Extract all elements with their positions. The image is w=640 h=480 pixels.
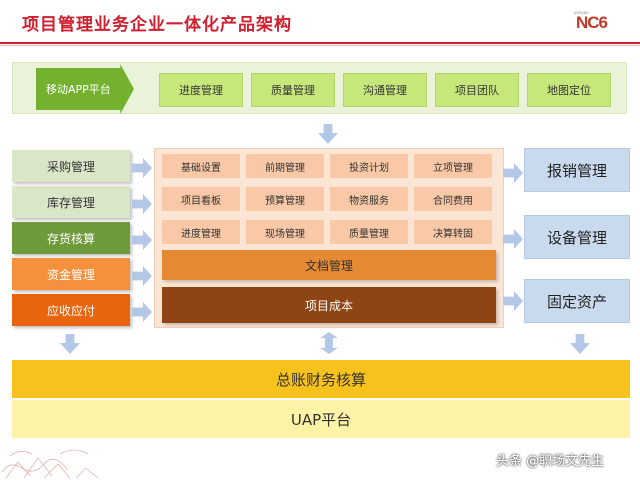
right-arrow-icon — [503, 163, 523, 183]
grid-cell: 现场管理 — [246, 220, 324, 244]
grid-cell: 物资服务 — [330, 187, 408, 211]
grid-cell: 决算转固 — [414, 220, 492, 244]
grid-cell: 质量管理 — [330, 220, 408, 244]
mobile-item-map: 地图定位 — [527, 73, 611, 107]
left-module-receivables: 应收应付 — [12, 294, 130, 326]
title-divider-thin — [0, 45, 640, 46]
mobile-item-progress: 进度管理 — [159, 73, 243, 107]
mobile-platform-arrow: 移动APP平台 — [36, 64, 134, 114]
right-arrow-icon — [132, 230, 152, 250]
title-divider — [0, 42, 640, 44]
up-down-arrow-icon — [320, 332, 338, 354]
right-module-reimbursement: 报销管理 — [524, 148, 630, 192]
grid-cell: 进度管理 — [162, 220, 240, 244]
brand-small-text: yonyou — [574, 10, 589, 15]
project-cost-bar: 项目成本 — [162, 287, 496, 323]
grid-cell: 项目看板 — [162, 187, 240, 211]
left-module-procurement: 采购管理 — [12, 150, 130, 182]
right-arrow-icon — [132, 302, 152, 322]
down-arrow-icon — [570, 334, 590, 354]
left-module-stock-accounting: 存货核算 — [12, 222, 130, 254]
grid-cell: 基础设置 — [162, 154, 240, 178]
page-title: 项目管理业务企业一体化产品架构 — [22, 15, 292, 35]
right-module-fixed-assets: 固定资产 — [524, 279, 630, 323]
grid-cell: 前期管理 — [246, 154, 324, 178]
left-module-inventory: 库存管理 — [12, 186, 130, 218]
grid-cell: 投资计划 — [330, 154, 408, 178]
down-arrow-icon — [60, 334, 80, 354]
right-module-equipment: 设备管理 — [524, 215, 630, 259]
mobile-item-communication: 沟通管理 — [343, 73, 427, 107]
brand-logo: yonyou NC6 — [566, 10, 628, 32]
right-arrow-icon — [132, 158, 152, 178]
document-management-bar: 文档管理 — [162, 250, 496, 280]
brand-text: NC6 — [576, 13, 608, 32]
right-arrow-icon — [132, 266, 152, 286]
grid-cell: 合同费用 — [414, 187, 492, 211]
grid-cell: 立项管理 — [414, 154, 492, 178]
left-module-funds: 资金管理 — [12, 258, 130, 290]
mobile-item-quality: 质量管理 — [251, 73, 335, 107]
uap-platform-band: UAP平台 — [12, 400, 630, 438]
grid-cell: 预算管理 — [246, 187, 324, 211]
general-ledger-band: 总账财务核算 — [12, 360, 630, 398]
right-arrow-icon — [132, 194, 152, 214]
down-arrow-icon — [318, 124, 338, 144]
mobile-item-team: 项目团队 — [435, 73, 519, 107]
watermark-text: 头条 @职场文先生 — [496, 454, 605, 469]
right-arrow-icon — [503, 291, 523, 311]
footer-decoration-illustration — [1, 449, 99, 479]
right-arrow-icon — [503, 229, 523, 249]
